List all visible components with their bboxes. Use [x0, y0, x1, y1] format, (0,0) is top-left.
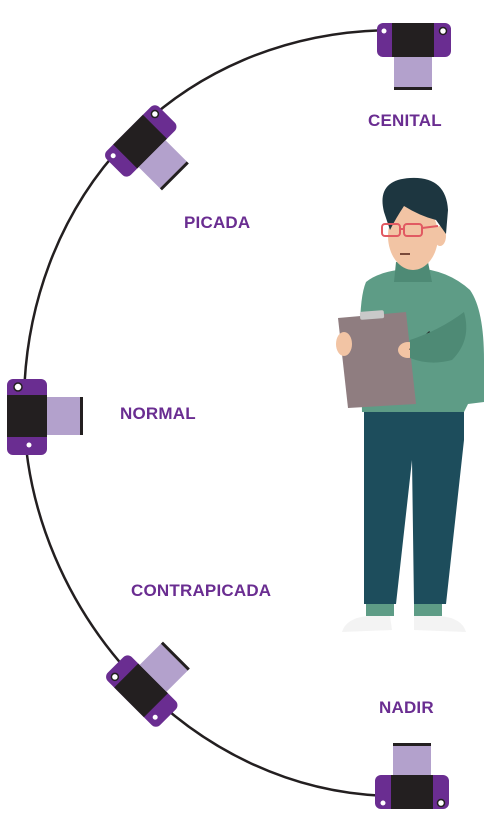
glasses-icon — [381, 223, 439, 237]
hair — [382, 177, 448, 234]
camera-cenital-icon — [377, 23, 451, 90]
camera-picada-icon — [105, 105, 189, 191]
camera-contrapicada-icon — [106, 641, 190, 727]
right-shoe — [414, 616, 466, 632]
person-illustration — [336, 177, 484, 632]
camera-normal-icon — [7, 379, 83, 455]
clipboard-icon — [338, 310, 416, 408]
camera-nadir-icon — [375, 743, 449, 809]
label-picada: PICADA — [184, 213, 251, 232]
label-cenital: CENITAL — [368, 111, 442, 130]
label-normal: NORMAL — [120, 404, 196, 423]
pants — [364, 402, 464, 604]
left-shoe — [342, 616, 392, 632]
label-contrapicada: CONTRAPICADA — [131, 581, 272, 600]
label-nadir: NADIR — [379, 698, 434, 717]
